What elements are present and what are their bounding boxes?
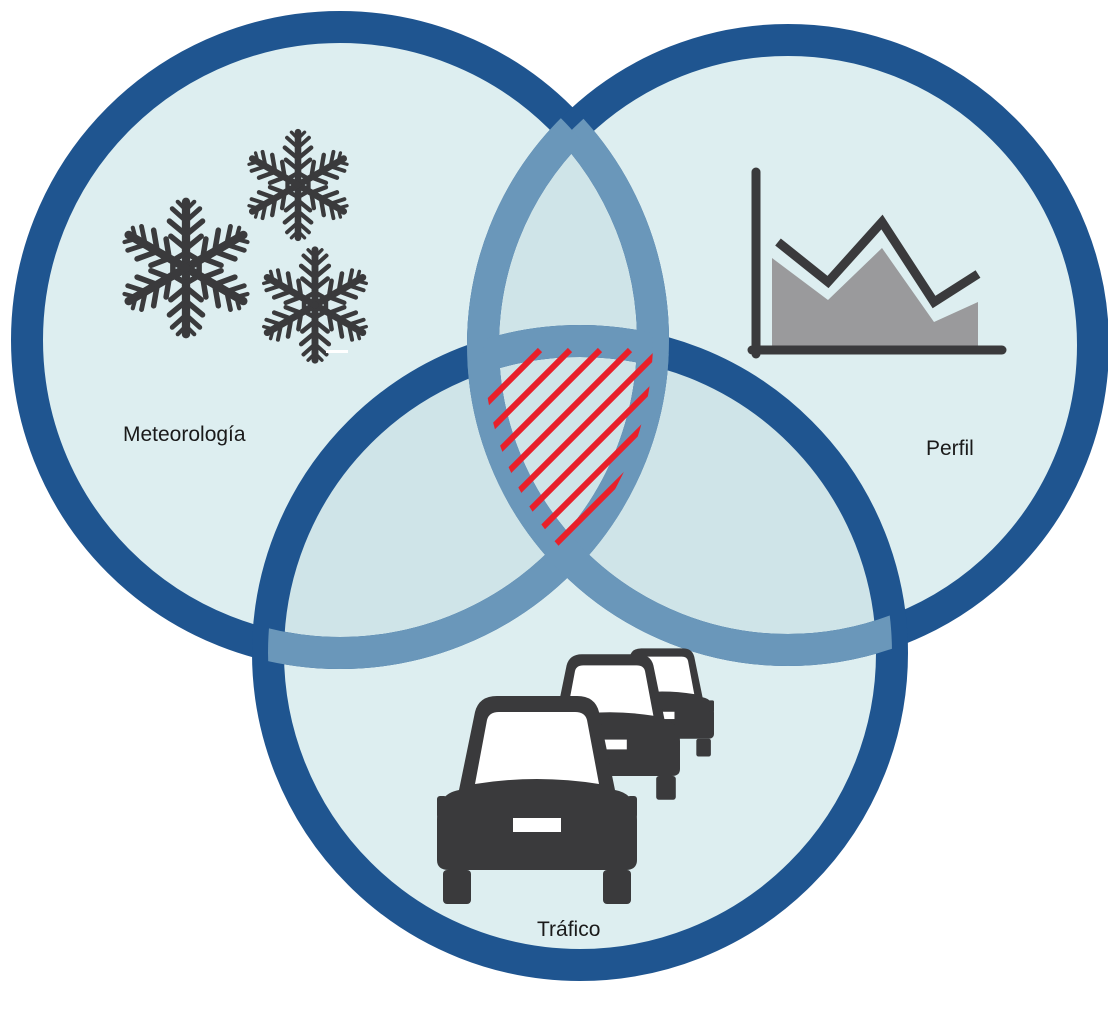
area-chart-icon	[747, 167, 1007, 359]
overlap-a-c-fill	[268, 341, 653, 653]
ring-c-inside-ab	[483, 325, 653, 650]
ring-a-inside-c	[268, 341, 669, 669]
label-meteorologia: Meteorología	[123, 423, 246, 446]
snowflakes-icon	[120, 132, 369, 360]
overlap-b-c-fill	[483, 341, 892, 650]
label-trafico: Tráfico	[537, 918, 600, 941]
label-perfil: Perfil	[926, 437, 974, 460]
